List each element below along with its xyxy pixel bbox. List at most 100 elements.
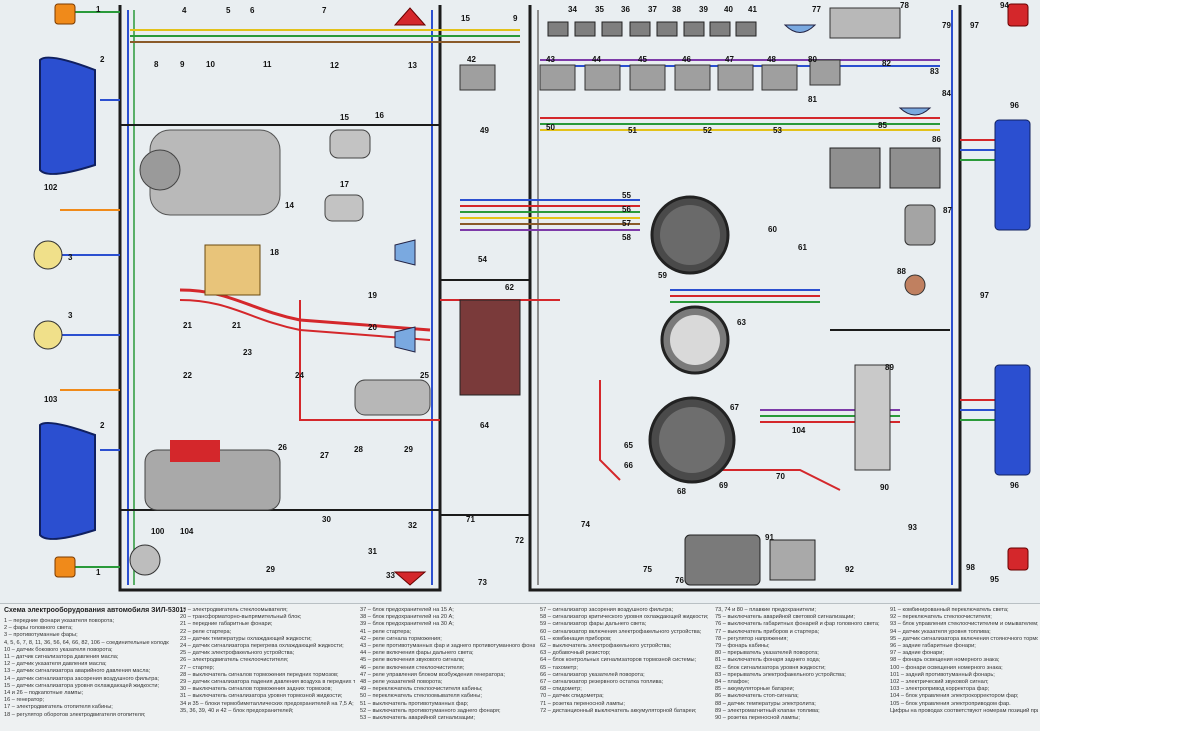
component-number-label: 24	[295, 371, 304, 380]
cab-lamp-icon	[783, 24, 817, 33]
legend-item: 73, 74 и 80 – плавкие предохранители;	[715, 607, 816, 613]
component-number-label: 68	[677, 487, 686, 496]
component-number-label: 97	[980, 291, 989, 300]
component-number-label: 69	[719, 481, 728, 490]
legend-item: 50 – переключатель стеклоомывателя кабин…	[360, 693, 482, 700]
component-number-label: 19	[368, 291, 377, 300]
component-number-label: 98	[966, 563, 975, 572]
legend-item: 20 – трансформаторно-выпрямительный блок…	[180, 614, 302, 621]
legend-column: 1 – передние фонари указателя поворота;2…	[4, 618, 169, 719]
relay-icon	[584, 64, 621, 91]
legend-item: 89 – электромагнитный клапан топлива;	[715, 707, 820, 714]
legend-item: 85 – аккумуляторные батареи;	[715, 686, 795, 693]
legend-item: 48 – реле указателей поворота;	[360, 679, 443, 686]
component-number-label: 11	[263, 60, 272, 69]
legend-item: 3 – противотуманные фары;	[4, 632, 78, 639]
legend-item: 21 – передние габаритные фонари;	[180, 621, 273, 628]
relay-icon	[717, 64, 754, 91]
component-number-label: 7	[322, 6, 327, 15]
rear-marker-lamp-icon	[1007, 3, 1029, 27]
component-number-label: 80	[808, 55, 817, 64]
legend-item: 46 – реле включения стеклоочистителя;	[360, 664, 465, 671]
legend-item: 72 – дистанционный выключатель аккумулят…	[540, 707, 697, 714]
component-number-label: 40	[724, 5, 733, 14]
legend-item: 77 – выключатель приборов и стартера;	[715, 628, 820, 635]
component-number-label: 100	[151, 527, 165, 536]
component-number-label: 38	[672, 5, 681, 14]
component-number-label: 82	[882, 59, 891, 68]
fuse-block-icon	[459, 299, 521, 396]
component-number-label: 28	[354, 445, 363, 454]
legend-item: 44 – реле включения фары дальнего света;	[360, 650, 474, 657]
legend-item: 14 и 26 – подкапотные лампы;	[4, 690, 84, 697]
component-number-label: 21	[183, 321, 192, 330]
component-number-label: 1	[96, 568, 101, 577]
component-number-label: 70	[776, 472, 785, 481]
rear-marker-lamp-icon	[1007, 547, 1029, 571]
component-number-label: 15	[340, 113, 349, 122]
legend-item: 76 – выключатель габаритных фонарей и фа…	[715, 621, 880, 628]
component-number-label: 79	[942, 21, 951, 30]
component-number-label: 23	[243, 348, 252, 357]
component-number-label: 3	[68, 253, 73, 262]
legend-item: 105 – блок управления электроприводом фа…	[890, 700, 1011, 707]
component-number-label: 52	[703, 126, 712, 135]
component-number-label: 93	[908, 523, 917, 532]
component-number-label: 81	[808, 95, 817, 104]
component-number-label: 20	[368, 323, 377, 332]
legend-column: 57 – сигнализатор засорения воздушного ф…	[540, 607, 715, 715]
legend-item: 82 – блок сигнализатора уровня жидкости;	[715, 664, 826, 671]
legend-item: 16 – генератор;	[4, 697, 45, 704]
turn-signal-breaker-icon	[829, 7, 901, 39]
legend-column: 73, 74 и 80 – плавкие предохранители;75 …	[715, 607, 885, 722]
wiring-diagram: 1233214567891011121314151617181920212122…	[33, 1, 1031, 592]
legend-item: 83 – прерыватель электрофакельного устро…	[715, 671, 846, 678]
voltage-regulator-icon	[684, 534, 761, 586]
legend-item: 78 – регулятор напряжения;	[715, 635, 788, 642]
legend-item: 80 – прерыватель указателей поворота;	[715, 650, 819, 657]
component-number-label: 63	[737, 318, 746, 327]
legend-item: 101 – задний противотуманный фонарь;	[890, 671, 995, 678]
legend-item: 75 – выключатель аварийной световой сигн…	[715, 614, 855, 621]
component-number-label: 55	[622, 191, 631, 200]
component-number-label: 73	[478, 578, 487, 587]
component-number-label: 49	[480, 126, 489, 135]
component-number-label: 2	[100, 55, 105, 64]
wiper-motor-icon	[354, 379, 431, 416]
component-number-label: 5	[226, 6, 231, 15]
legend-item: 4, 5, 6, 7, 8, 11, 36, 56, 64, 66, 82, 1…	[4, 639, 169, 646]
component-number-label: 89	[885, 363, 894, 372]
legend-item: 67 – сигнализатор резервного остатка топ…	[540, 679, 664, 686]
component-number-label: 56	[622, 205, 631, 214]
legend-item: 52 – выключатель противотуманного заднег…	[360, 707, 501, 714]
component-number-label: 84	[942, 89, 951, 98]
component-number-label: 29	[266, 565, 275, 574]
component-number-label: 42	[467, 55, 476, 64]
component-number-label: 104	[792, 426, 806, 435]
legend-item: 93 – блок управления стеклоочистителем и…	[890, 621, 1038, 628]
legend-item: 57 – сигнализатор засорения воздушного ф…	[540, 607, 674, 613]
front-turn-lamp-icon	[54, 3, 76, 25]
component-number-label: 54	[478, 255, 487, 264]
component-number-label: 45	[638, 55, 647, 64]
legend-item: 27 – стартер;	[180, 664, 215, 671]
component-number-label: 61	[798, 243, 807, 252]
legend-item: 103 – электропривод корректора фар;	[890, 686, 990, 693]
component-number-label: 104	[180, 527, 194, 536]
component-number-label: 36	[621, 5, 630, 14]
component-number-label: 29	[404, 445, 413, 454]
legend-column: 37 – блок предохранителей на 15 А;38 – б…	[360, 607, 535, 722]
component-layer	[33, 3, 1031, 586]
legend-panel: Схема электрооборудования автомобиля ЗИЛ…	[0, 603, 1040, 731]
legend-item: 104 – блок управления электрокорректором…	[890, 693, 1019, 700]
component-number-label: 44	[592, 55, 601, 64]
component-number-label: 57	[622, 219, 631, 228]
legend-item: 70 – датчик спидометра;	[540, 693, 604, 700]
legend-item: 42 – реле сигнала торможения;	[360, 635, 442, 642]
component-number-label: 25	[420, 371, 429, 380]
component-number-label: 6	[250, 6, 255, 15]
component-number-label: 32	[408, 521, 417, 530]
switch-block-icon	[829, 147, 881, 189]
headlamp-icon	[39, 422, 96, 540]
